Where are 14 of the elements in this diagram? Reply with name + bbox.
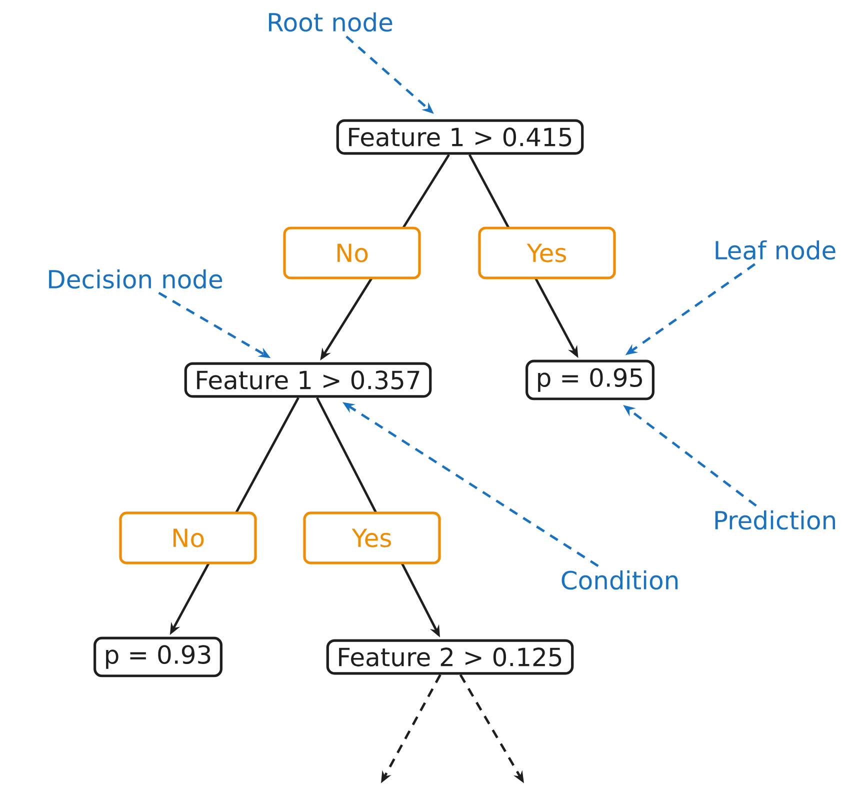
annotation-label: Root node xyxy=(268,12,392,32)
decision-box: p = 0.95 xyxy=(526,360,654,400)
annotation-label: Leaf node xyxy=(716,240,836,260)
annotation-label: Decision node xyxy=(49,269,222,289)
decision-box: p = 0.93 xyxy=(94,636,222,678)
decision-box: Feature 2 > 0.125 xyxy=(326,639,574,675)
edge-label: Yes xyxy=(478,226,616,280)
edge-label: No xyxy=(119,512,257,564)
edge-label: No xyxy=(283,226,421,280)
annotation-label: Prediction xyxy=(715,510,835,530)
edge-label: Yes xyxy=(303,512,441,564)
decision-box: Feature 1 > 0.357 xyxy=(184,362,432,398)
decision-box: Feature 1 > 0.415 xyxy=(336,119,584,155)
annotation-label: Condition xyxy=(562,570,678,590)
